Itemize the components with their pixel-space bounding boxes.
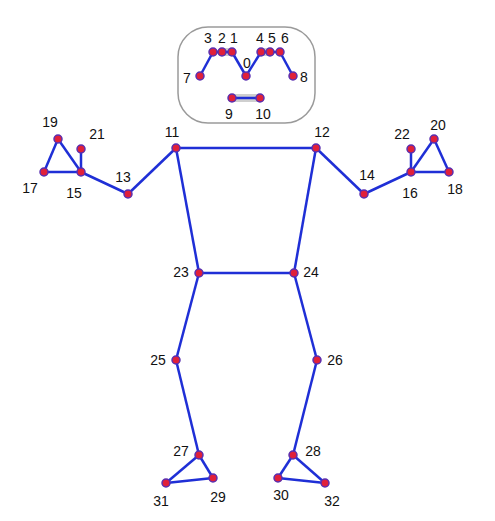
landmark-dot xyxy=(274,474,282,482)
skeleton-line xyxy=(44,139,58,172)
landmark-dot xyxy=(266,48,274,56)
landmark-dot xyxy=(162,479,170,487)
skeleton-line xyxy=(294,148,316,273)
landmark-number: 3 xyxy=(204,31,212,45)
landmark-number: 16 xyxy=(402,186,418,200)
landmark-dot xyxy=(218,48,226,56)
landmark-number: 21 xyxy=(89,127,105,141)
landmark-number: 6 xyxy=(281,31,289,45)
landmark-dot xyxy=(228,94,236,102)
landmark-dot xyxy=(289,72,297,80)
landmark-dot xyxy=(360,190,368,198)
skeleton-line xyxy=(176,147,316,150)
landmark-dot xyxy=(407,145,415,153)
landmark-number: 30 xyxy=(273,488,289,502)
landmark-dot xyxy=(228,48,236,56)
landmark-dot xyxy=(172,144,180,152)
landmark-number: 18 xyxy=(447,182,463,196)
skeleton-line xyxy=(128,148,176,194)
landmark-number: 26 xyxy=(327,353,343,367)
skeleton-line xyxy=(434,139,449,172)
landmark-number: 28 xyxy=(305,444,321,458)
landmark-dot xyxy=(54,135,62,143)
landmark-number: 14 xyxy=(359,168,375,182)
landmark-number: 7 xyxy=(183,71,191,85)
landmark-number: 1 xyxy=(230,31,238,45)
landmark-number: 13 xyxy=(115,170,131,184)
landmark-number: 22 xyxy=(394,127,410,141)
landmark-dot xyxy=(196,72,204,80)
skeleton-line xyxy=(316,148,364,194)
landmark-dot xyxy=(312,144,320,152)
landmark-number: 9 xyxy=(225,107,233,121)
landmark-dot xyxy=(313,356,321,364)
landmark-number: 24 xyxy=(303,265,319,279)
landmark-dot xyxy=(445,168,453,176)
skeleton-line xyxy=(199,272,294,275)
landmark-number: 2 xyxy=(218,31,226,45)
landmark-dot xyxy=(276,48,284,56)
landmark-number: 8 xyxy=(300,70,308,84)
landmark-dot xyxy=(77,145,85,153)
skeleton-line xyxy=(411,171,449,174)
landmark-dot xyxy=(124,190,132,198)
landmark-number: 4 xyxy=(256,31,264,45)
skeleton-line xyxy=(293,455,325,483)
landmark-number: 5 xyxy=(268,31,276,45)
skeleton-line xyxy=(278,478,325,483)
landmark-number: 25 xyxy=(150,353,166,367)
landmark-dot xyxy=(321,479,329,487)
skeleton-line xyxy=(166,455,199,483)
landmark-dot xyxy=(195,451,203,459)
landmark-number: 20 xyxy=(430,118,446,132)
landmark-dot xyxy=(209,474,217,482)
landmark-number: 12 xyxy=(314,125,330,139)
skeleton-line xyxy=(411,139,434,172)
landmark-dot xyxy=(289,451,297,459)
face-outline xyxy=(178,27,315,123)
landmark-dot xyxy=(256,94,264,102)
landmark-number: 15 xyxy=(66,186,82,200)
landmark-number: 23 xyxy=(173,265,189,279)
landmark-dot xyxy=(290,269,298,277)
landmark-dot xyxy=(77,168,85,176)
landmark-number: 29 xyxy=(210,490,226,504)
landmark-number: 27 xyxy=(173,444,189,458)
landmark-dot xyxy=(242,72,250,80)
landmark-dot xyxy=(430,135,438,143)
skeleton-line xyxy=(294,273,317,360)
landmark-number: 17 xyxy=(22,181,38,195)
skeleton-line xyxy=(176,360,199,455)
landmark-number: 31 xyxy=(153,494,169,508)
landmark-dot xyxy=(172,356,180,364)
skeleton-line xyxy=(58,139,81,172)
landmark-number: 11 xyxy=(165,125,180,139)
landmark-number: 32 xyxy=(324,494,340,508)
landmark-number: 0 xyxy=(243,56,251,70)
landmark-number: 19 xyxy=(42,115,58,129)
landmark-dot xyxy=(195,269,203,277)
skeleton-line xyxy=(166,478,213,483)
landmark-dot xyxy=(40,168,48,176)
landmark-dot xyxy=(257,48,265,56)
landmark-dot xyxy=(209,48,217,56)
landmark-number: 10 xyxy=(255,107,271,121)
skeleton-line xyxy=(176,148,199,273)
skeleton-line xyxy=(176,273,199,360)
skeleton-line xyxy=(44,171,81,174)
landmark-dot xyxy=(407,168,415,176)
skeleton-line xyxy=(293,360,317,455)
